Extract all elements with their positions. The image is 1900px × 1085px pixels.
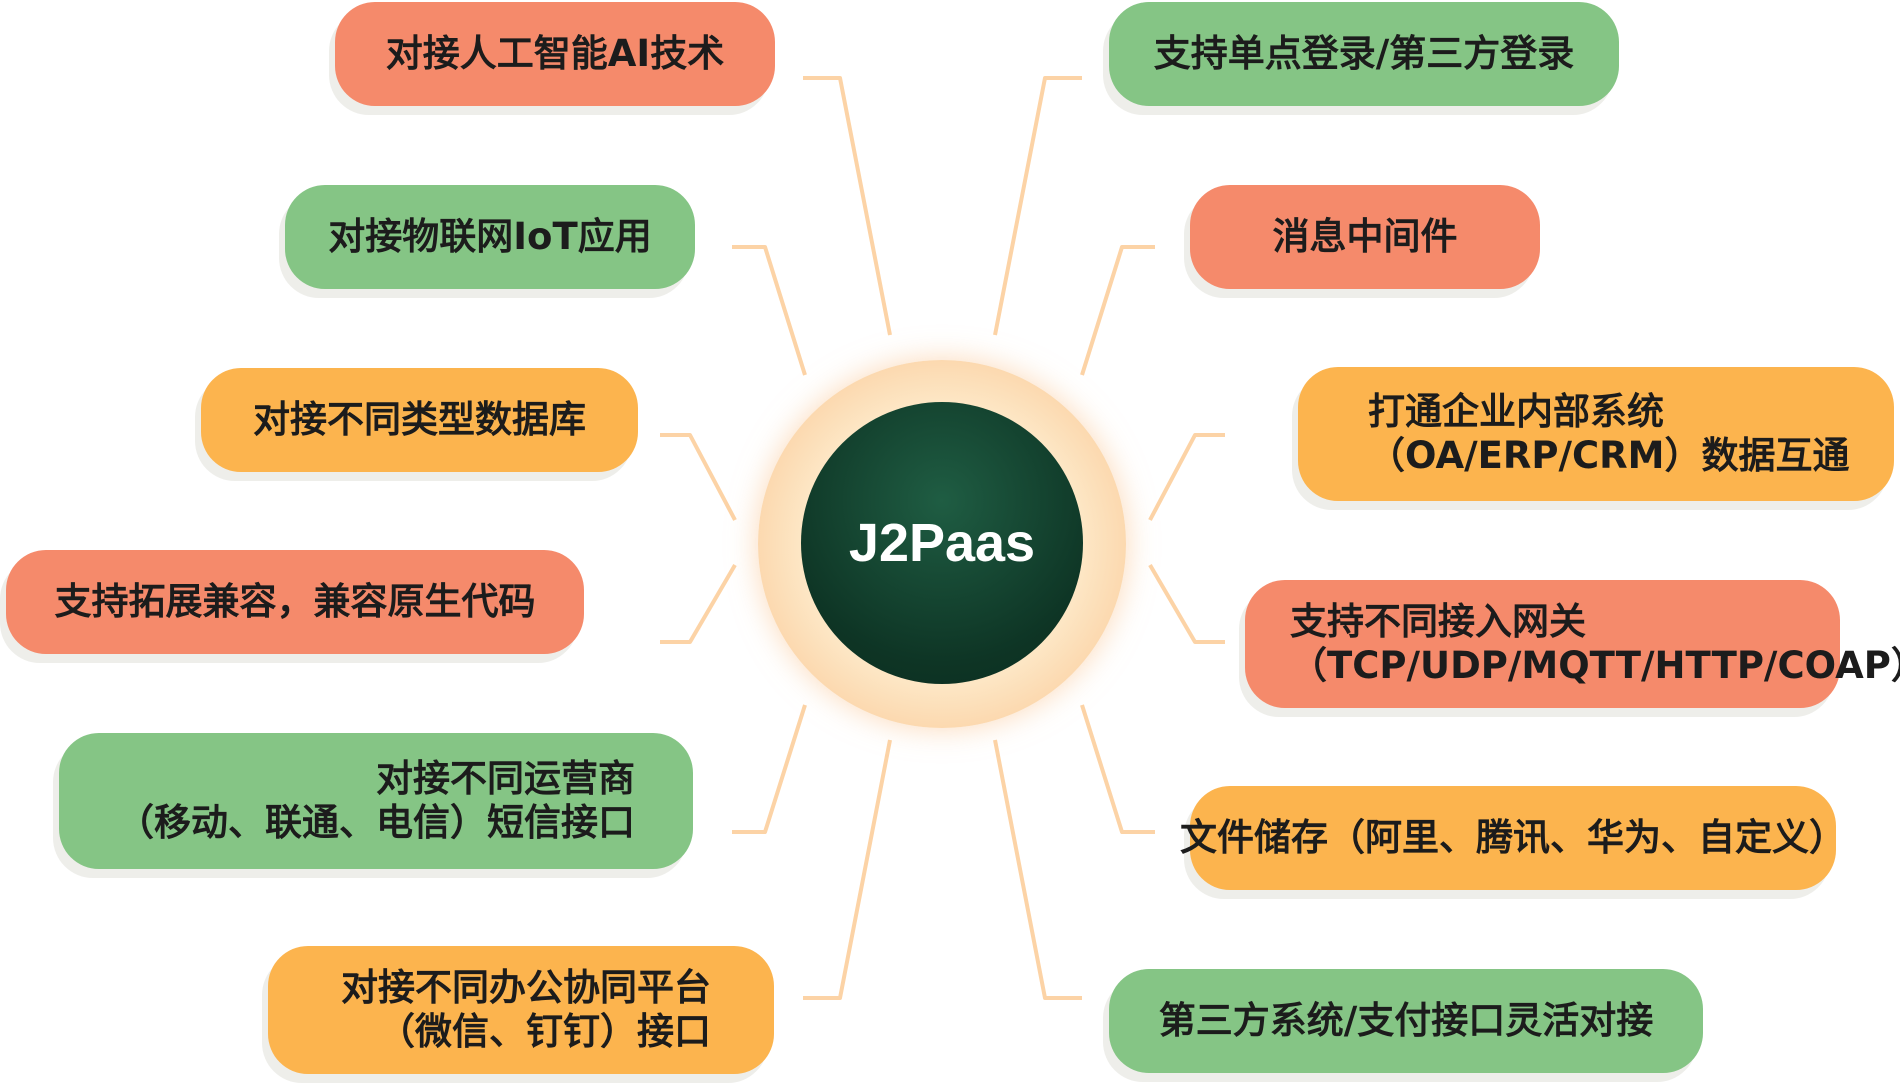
connector-right-4 xyxy=(1148,563,1225,644)
node-left-5: 对接不同运营商 （移动、联通、电信）短信接口 xyxy=(59,733,693,869)
connector-left-1 xyxy=(803,76,892,336)
connector-right-6 xyxy=(993,739,1082,1000)
node-right-6: 第三方系统/支付接口灵活对接 xyxy=(1109,969,1703,1073)
connector-left-5 xyxy=(732,704,807,834)
node-right-5-text: 文件储存（阿里、腾讯、华为、自定义） xyxy=(1180,816,1846,859)
node-left-4-text: 支持拓展兼容，兼容原生代码 xyxy=(54,580,536,623)
connector-left-6 xyxy=(803,739,892,1000)
connector-right-5 xyxy=(1080,704,1155,834)
node-left-6-line-1: 对接不同办公协同平台 xyxy=(341,966,711,1009)
node-right-1: 支持单点登录/第三方登录 xyxy=(1109,2,1619,106)
node-left-3-text: 对接不同类型数据库 xyxy=(253,398,586,441)
node-left-5-line-2: （移动、联通、电信）短信接口 xyxy=(117,801,635,844)
node-left-6-line-2: （微信、钉钉）接口 xyxy=(378,1010,711,1053)
node-left-4: 支持拓展兼容，兼容原生代码 xyxy=(6,550,584,654)
node-right-4-line-1: 支持不同接入网关 xyxy=(1290,600,1586,643)
node-left-2: 对接物联网IoT应用 xyxy=(285,185,695,289)
node-right-3-line-2: （OA/ERP/CRM）数据互通 xyxy=(1368,434,1850,477)
node-right-2-text: 消息中间件 xyxy=(1272,215,1458,258)
center-label: J2Paas xyxy=(848,513,1036,573)
node-right-5: 文件储存（阿里、腾讯、华为、自定义） xyxy=(1180,786,1846,890)
connector-left-2 xyxy=(732,245,807,376)
connector-left-3 xyxy=(660,433,737,521)
node-left-5-line-1: 对接不同运营商 xyxy=(376,757,635,800)
node-left-6: 对接不同办公协同平台 （微信、钉钉）接口 xyxy=(268,946,774,1074)
node-right-2: 消息中间件 xyxy=(1190,185,1540,289)
node-right-6-text: 第三方系统/支付接口灵活对接 xyxy=(1158,999,1654,1042)
connector-right-1 xyxy=(993,76,1082,336)
node-right-3: 打通企业内部系统 （OA/ERP/CRM）数据互通 xyxy=(1298,367,1894,501)
node-right-3-line-1: 打通企业内部系统 xyxy=(1368,390,1664,433)
node-right-1-text: 支持单点登录/第三方登录 xyxy=(1153,32,1575,75)
node-left-2-text: 对接物联网IoT应用 xyxy=(328,215,652,258)
connector-right-3 xyxy=(1148,433,1225,521)
node-right-4: 支持不同接入网关 （TCP/UDP/MQTT/HTTP/COAP） xyxy=(1245,580,1900,708)
center-node: J2Paas xyxy=(801,402,1083,684)
node-left-1-text: 对接人工智能AI技术 xyxy=(385,32,725,75)
node-left-3: 对接不同类型数据库 xyxy=(201,368,638,472)
connector-left-4 xyxy=(660,563,737,644)
node-right-4-line-2: （TCP/UDP/MQTT/HTTP/COAP） xyxy=(1290,644,1900,687)
connector-right-2 xyxy=(1080,245,1155,376)
node-left-1: 对接人工智能AI技术 xyxy=(335,2,775,106)
